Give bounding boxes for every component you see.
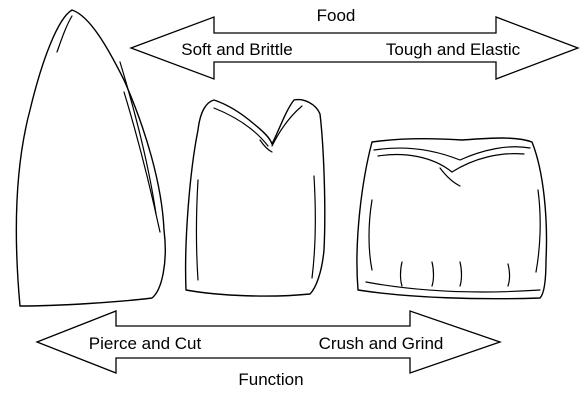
food-left-label: Soft and Brittle bbox=[181, 40, 293, 59]
food-right-label: Tough and Elastic bbox=[386, 40, 521, 59]
molar-tooth-drawing bbox=[357, 138, 547, 299]
food-axis-title: Food bbox=[317, 6, 356, 25]
pointed-tooth-drawing bbox=[16, 10, 165, 306]
premolar-tooth-drawing bbox=[186, 100, 325, 296]
function-axis-title: Function bbox=[238, 370, 303, 389]
function-right-label: Crush and Grind bbox=[319, 334, 444, 353]
function-left-label: Pierce and Cut bbox=[89, 334, 202, 353]
